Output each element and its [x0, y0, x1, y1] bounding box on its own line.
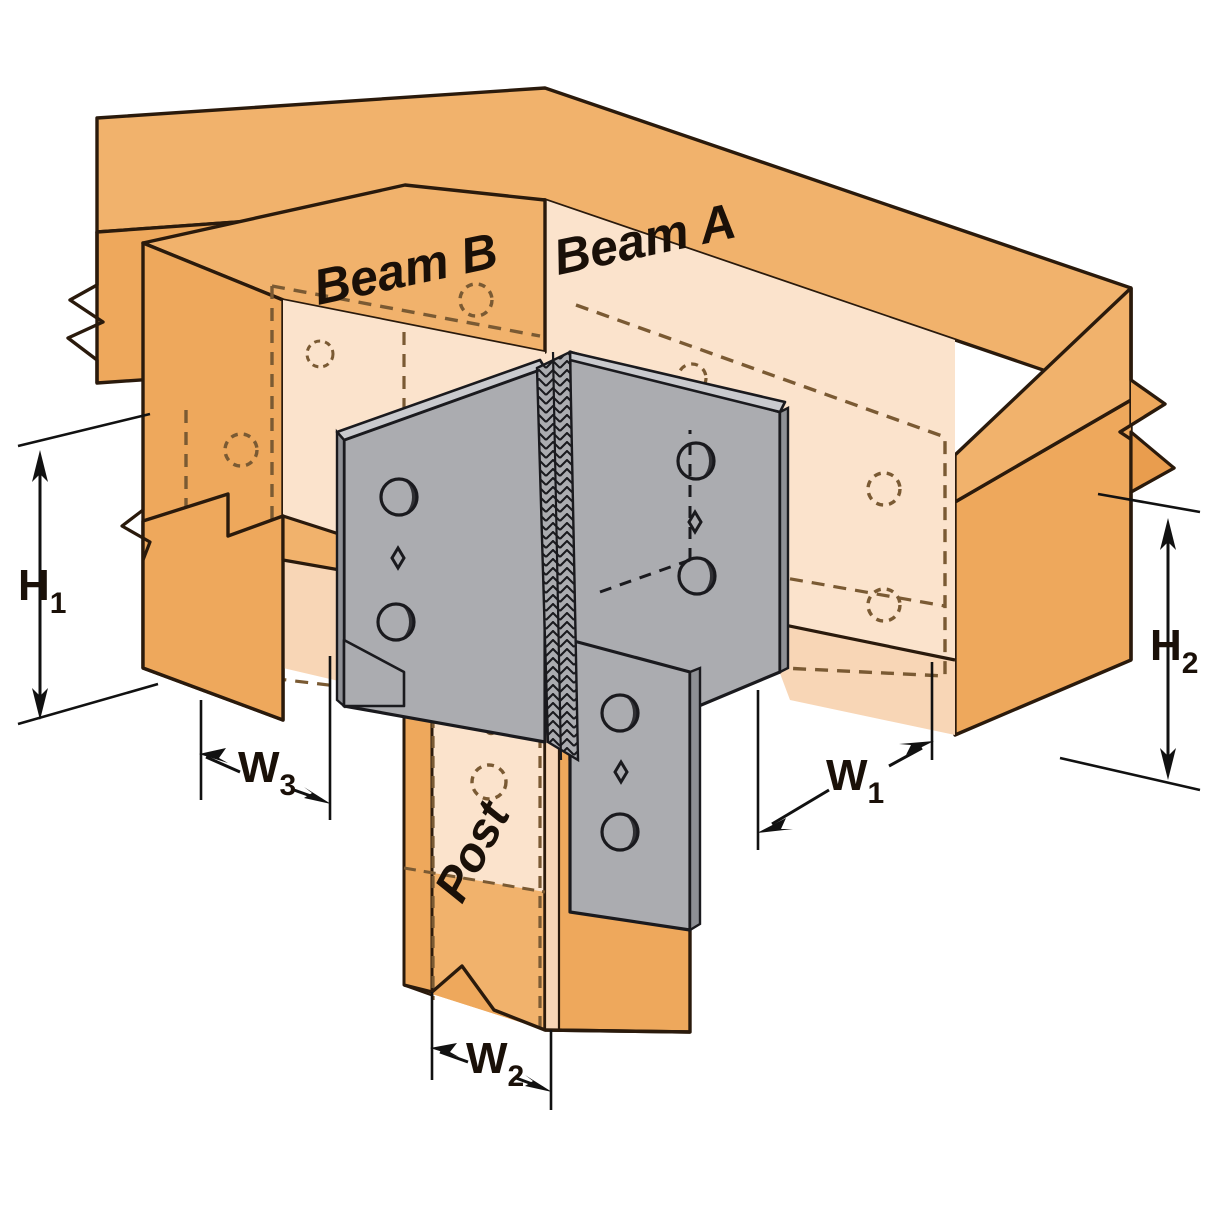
hidden-bolt-hole: [866, 471, 902, 507]
w3-subscript: 3: [280, 769, 297, 802]
hidden-bolt-hole: [458, 282, 494, 318]
w2-leader-left: [439, 1050, 469, 1064]
w3-arrowhead-left: [199, 748, 228, 763]
connector-post-strap-right: [568, 638, 692, 932]
dimension-w1: W1: [756, 662, 934, 850]
bolt-hole-shadow: [620, 814, 638, 850]
w2-base: W: [466, 1034, 508, 1083]
bolt-hole-shadow: [399, 479, 417, 515]
pilot-hole-diamond-icon: [390, 545, 406, 571]
w3-leader-left: [205, 755, 241, 774]
dimension-annotations: H1 H2 W3: [17, 412, 1201, 1110]
beam-b-break-line-lower: [120, 480, 152, 561]
hidden-bolt-hole: [223, 432, 259, 468]
steel-connector-group: [335, 350, 790, 933]
dimension-w2: W2: [430, 992, 553, 1110]
w1-subscript: 1: [868, 777, 885, 810]
hidden-bolt-hole: [866, 587, 902, 623]
beam-a-hidden-connector-outline: [575, 303, 947, 678]
h2-base: H: [18, 561, 50, 610]
post-hidden-fold-line: [403, 866, 546, 894]
connector-left-wing-holes: [376, 477, 419, 642]
h1-arrowhead-up: [1160, 518, 1176, 550]
dimension-label-w1: W1: [826, 751, 884, 810]
w2-arrowhead-right: [525, 1075, 552, 1092]
w1-arrowhead-left: [757, 818, 793, 833]
h1-extension-bottom: [1059, 756, 1201, 792]
dimension-label-h2: H1: [18, 561, 66, 620]
dimension-w3: W3: [199, 656, 332, 820]
w2-subscript: 2: [508, 1060, 525, 1093]
w1-base: W: [826, 751, 868, 800]
dimension-h1: H2: [1059, 492, 1201, 792]
connector-post-strap-right-lip: [688, 666, 702, 933]
w3-base: W: [238, 743, 280, 792]
beam-b-lower-return: [141, 492, 285, 722]
post-break-line-right: [544, 1028, 691, 1034]
h1-arrowhead-down: [1160, 748, 1176, 780]
dimension-h2: H1: [17, 412, 159, 726]
dimension-label-w2: W2: [466, 1034, 524, 1093]
hidden-bolt-hole: [470, 763, 508, 801]
w3-arrowhead-right: [304, 787, 331, 804]
bolt-hole-shadow: [697, 558, 715, 594]
h1-base: H: [1150, 621, 1182, 670]
bolt-hole-shadow: [696, 443, 714, 479]
connector-post-strap-left: [342, 638, 406, 708]
h2-extension-bottom: [17, 682, 159, 726]
bolt-hole-shadow: [620, 695, 638, 731]
h2-subscript: 1: [50, 587, 67, 620]
h2-arrowhead-up: [32, 450, 48, 482]
w1-leader-left: [771, 788, 830, 826]
h2-arrowhead-down: [32, 688, 48, 720]
h1-extension-top: [1097, 492, 1201, 514]
connector-corner-apex-line: [551, 351, 563, 761]
connector-hidden-edge: [599, 430, 692, 594]
pilot-hole-diamond-icon: [687, 509, 703, 535]
connector-post-strap-holes: [600, 693, 640, 852]
pilot-hole-diamond-icon: [613, 759, 629, 785]
post-break-line: [403, 964, 546, 1032]
w1-arrowhead-right: [899, 741, 934, 755]
w1-leader-right: [888, 746, 923, 768]
connector-right-wing-holes: [599, 430, 717, 596]
beam-a-cutaway-lower-shade: [760, 620, 955, 735]
dimension-label-h1: H2: [1150, 621, 1198, 680]
dimension-label-w3: W3: [238, 743, 296, 802]
h1-subscript: 2: [1182, 647, 1199, 680]
bolt-hole-shadow: [396, 604, 414, 640]
beam-a-break-shade: [1129, 430, 1176, 494]
w2-arrowhead-left: [430, 1043, 459, 1057]
h2-extension-top: [17, 412, 151, 448]
hidden-bolt-hole: [305, 339, 335, 369]
beam-b-hidden-connector-outline: [184, 284, 541, 676]
beam-b-break-line-upper: [66, 232, 105, 383]
connector-right-lip: [778, 406, 790, 674]
